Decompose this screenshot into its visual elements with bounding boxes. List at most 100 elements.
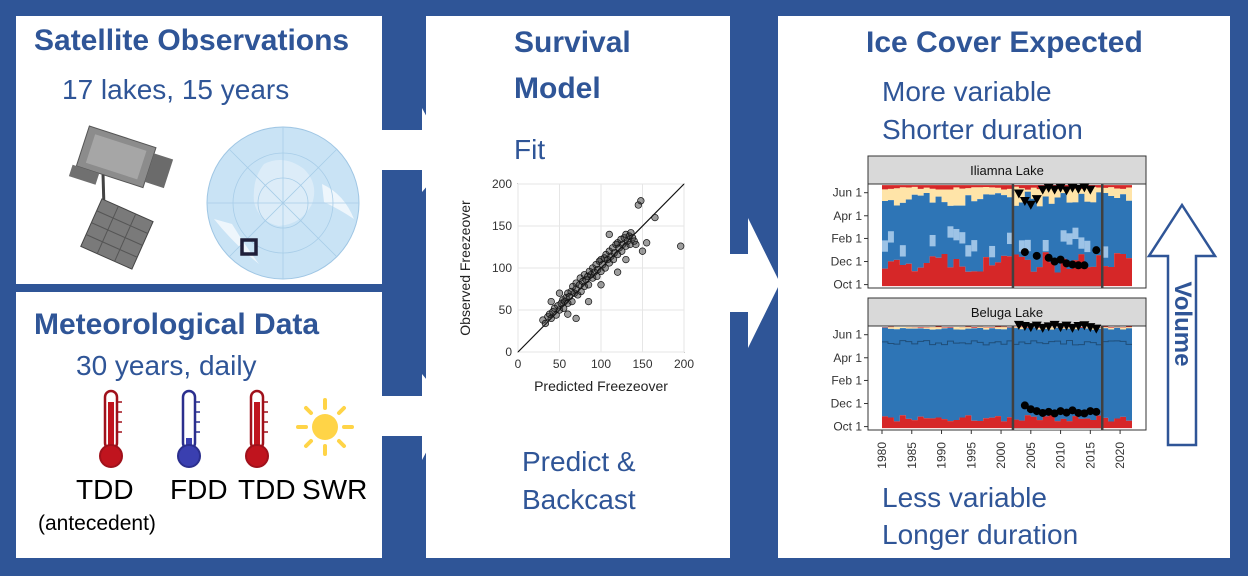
scatter-point — [564, 310, 572, 318]
ice-top-line2: Shorter duration — [882, 114, 1083, 145]
freeze-point — [1020, 248, 1029, 257]
freeze-point — [1044, 253, 1053, 262]
ice-band-variable — [959, 232, 966, 244]
x-tick-label: 1980 — [875, 442, 889, 469]
satellite-panel: Satellite Observations 17 lakes, 15 year… — [16, 16, 382, 284]
scatter-point — [677, 242, 685, 250]
facet-title: Beluga Lake — [971, 305, 1043, 320]
breakup-point — [1061, 186, 1072, 196]
freeze-point — [1056, 255, 1065, 264]
breakup-point — [1049, 185, 1060, 195]
scatter-point — [628, 234, 637, 242]
y-tick-label: Jun 1 — [833, 328, 863, 342]
ice-band-variable — [899, 245, 906, 257]
ice-band-variable — [1018, 240, 1025, 252]
satellite-subtitle: 17 lakes, 15 years — [62, 74, 290, 105]
scatter-point — [589, 274, 597, 282]
scatter-point — [610, 249, 618, 257]
ice-band-variable — [1060, 230, 1067, 242]
y-tick-label: Jun 1 — [833, 186, 863, 200]
scatter-point — [625, 232, 633, 240]
x-tick-label: 1990 — [935, 442, 949, 469]
freeze-point — [1038, 408, 1047, 417]
satellite-title: Satellite Observations — [34, 24, 350, 57]
ice-band-variable — [1066, 233, 1073, 245]
freeze-point — [1074, 408, 1083, 417]
volume-label: Volume — [1169, 281, 1196, 367]
scatter-y-tick: 200 — [492, 177, 512, 191]
scatter-point — [637, 197, 645, 205]
x-tick-label: 1985 — [905, 442, 919, 469]
scatter-point — [584, 297, 593, 306]
scatter-y-tick: 0 — [505, 345, 512, 359]
y-tick-label: Oct 1 — [833, 420, 862, 434]
scatter-x-tick: 150 — [632, 357, 652, 371]
y-tick-label: Apr 1 — [833, 209, 862, 223]
scatter-point — [605, 230, 613, 239]
breakup-point — [1025, 200, 1036, 210]
sun-icon — [296, 398, 354, 456]
scatter-point — [560, 297, 569, 306]
breakup-point — [1049, 320, 1060, 330]
scatter-point — [638, 247, 647, 255]
breakup-point — [1067, 323, 1078, 333]
ice-band-variable — [1072, 227, 1079, 240]
breakup-point — [1025, 323, 1036, 333]
ice-band-variable — [971, 240, 978, 252]
thermometer-red-icon — [245, 389, 269, 468]
x-tick-label: 2010 — [1054, 442, 1068, 469]
y-tick-label: Dec 1 — [831, 255, 863, 269]
meteorology-title: Meteorological Data — [34, 308, 320, 341]
breakup-point — [1031, 195, 1042, 205]
scatter-point — [594, 266, 602, 274]
breakup-point — [1085, 185, 1096, 195]
ice-band-variable — [1084, 240, 1091, 253]
scatter-y-tick: 50 — [499, 303, 513, 317]
thermometer-red-icon — [99, 389, 123, 468]
x-tick-label: 2015 — [1083, 442, 1097, 469]
median-line — [882, 339, 1132, 346]
scatter-x-label: Predicted Freezeover — [534, 378, 668, 394]
study-region-marker — [240, 238, 258, 256]
scatter-point — [572, 279, 580, 287]
scatter-point — [555, 306, 564, 314]
scatter-point — [568, 297, 576, 306]
breakup-point — [1055, 183, 1066, 193]
model-title-line1: Survival — [514, 26, 631, 59]
scatter-point — [622, 255, 630, 264]
freeze-point — [1020, 401, 1029, 410]
y-tick-label: Dec 1 — [831, 397, 863, 411]
ice-band-variable — [1078, 237, 1085, 249]
ice-band-variable — [882, 240, 888, 252]
scatter-point — [642, 239, 651, 247]
y-tick-label: Feb 1 — [831, 373, 862, 387]
y-tick-label: Oct 1 — [833, 278, 862, 292]
freeze-point — [1062, 259, 1071, 268]
ice-band-variable — [953, 228, 960, 241]
label-tdd: TDD — [238, 474, 296, 505]
scatter-point — [651, 213, 659, 222]
x-tick-label: 2005 — [1024, 442, 1038, 469]
scatter-point — [572, 314, 580, 323]
scatter-point — [630, 237, 638, 245]
predict-label-line2: Backcast — [522, 484, 636, 515]
breakup-point — [1091, 324, 1102, 334]
breakup-point — [1079, 183, 1090, 193]
x-tick-label: 2000 — [994, 442, 1008, 469]
polar-globe-icon — [206, 126, 360, 280]
scatter-point — [613, 268, 622, 276]
freeze-point — [1068, 406, 1077, 415]
scatter-point — [570, 289, 579, 297]
y-tick-label: Apr 1 — [833, 351, 862, 365]
breakup-point — [1037, 323, 1048, 333]
ice-bottom-line2: Longer duration — [882, 519, 1079, 550]
freeze-point — [1092, 407, 1101, 416]
facet-title: Iliamna Lake — [970, 163, 1044, 178]
label-fdd: FDD — [170, 474, 228, 505]
breakup-point — [1073, 184, 1084, 194]
scatter-point — [564, 299, 572, 307]
arrow-right-icon — [730, 218, 780, 348]
ice-band-variable — [929, 234, 936, 247]
facet-strip — [867, 155, 1147, 185]
ice-band-variable — [1024, 239, 1031, 252]
